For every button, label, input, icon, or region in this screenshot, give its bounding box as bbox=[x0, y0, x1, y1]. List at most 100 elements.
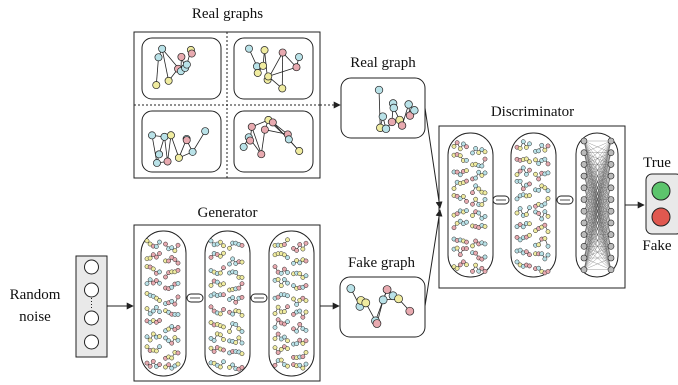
dense-edge bbox=[583, 234, 612, 270]
mini-node bbox=[163, 335, 168, 341]
graph-node bbox=[382, 285, 392, 294]
mini-node bbox=[272, 264, 278, 270]
mini-node bbox=[291, 283, 296, 289]
mini-node bbox=[542, 222, 548, 228]
mini-node bbox=[157, 298, 162, 303]
mini-node bbox=[457, 153, 463, 159]
mini-node bbox=[482, 241, 488, 247]
mini-node bbox=[476, 186, 482, 192]
mini-node bbox=[157, 344, 162, 350]
neuron bbox=[607, 266, 615, 274]
mini-node bbox=[175, 361, 181, 367]
mini-node bbox=[473, 238, 478, 244]
graph-node bbox=[174, 153, 183, 162]
mini-node bbox=[294, 248, 299, 253]
graph-edge bbox=[161, 48, 170, 81]
mini-node bbox=[285, 304, 290, 310]
fake-graph-label: Fake graph bbox=[347, 255, 416, 271]
mini-node bbox=[282, 252, 287, 258]
mini-node bbox=[545, 213, 551, 219]
mini-node bbox=[542, 185, 548, 191]
graph-node bbox=[257, 150, 266, 159]
mini-node bbox=[233, 340, 239, 345]
mini-node bbox=[221, 281, 226, 287]
graph-node bbox=[158, 44, 167, 53]
mini-node bbox=[454, 193, 460, 199]
mini-node bbox=[542, 201, 548, 207]
mini-node bbox=[221, 359, 226, 365]
neuron bbox=[607, 149, 615, 156]
fake-graph-box bbox=[339, 276, 426, 338]
mini-node bbox=[169, 245, 175, 251]
mini-node bbox=[285, 280, 290, 286]
mini-node bbox=[461, 141, 466, 147]
mini-node bbox=[175, 325, 181, 330]
mini-node bbox=[464, 262, 469, 268]
generator-columns bbox=[140, 230, 315, 377]
graph-node bbox=[381, 124, 391, 133]
true-label: True bbox=[643, 155, 671, 171]
mini-node bbox=[303, 258, 309, 264]
mini-node bbox=[520, 186, 526, 192]
mini-node bbox=[150, 252, 156, 258]
dense-edge bbox=[583, 140, 612, 165]
mini-node bbox=[545, 252, 551, 258]
mini-node bbox=[545, 229, 551, 235]
mini-node bbox=[282, 242, 287, 247]
mini-node bbox=[297, 322, 303, 327]
neuron bbox=[607, 161, 615, 168]
mini-node bbox=[479, 173, 485, 178]
graph-node bbox=[405, 111, 415, 120]
generator-title: Generator bbox=[197, 205, 258, 221]
mini-node bbox=[227, 329, 232, 334]
graph-node bbox=[278, 48, 287, 57]
mini-node bbox=[457, 262, 463, 268]
mini-node bbox=[150, 359, 156, 364]
mini-node bbox=[470, 190, 475, 196]
dense-edge bbox=[583, 140, 612, 188]
mini-node bbox=[514, 259, 520, 265]
neuron bbox=[580, 184, 588, 192]
mini-node bbox=[514, 196, 520, 202]
noise-node bbox=[84, 310, 99, 326]
graph-edge bbox=[251, 126, 262, 155]
graph-edge bbox=[192, 130, 206, 153]
graph-edge bbox=[164, 136, 168, 162]
dense-edge bbox=[583, 257, 612, 270]
mini-node bbox=[218, 253, 223, 259]
fake-label: Fake bbox=[642, 238, 672, 254]
mini-node bbox=[154, 295, 159, 301]
mini-node bbox=[239, 294, 245, 300]
mini-node bbox=[464, 199, 469, 204]
neuron bbox=[580, 243, 588, 250]
dense-edge bbox=[583, 164, 612, 270]
neuron bbox=[607, 207, 615, 215]
mini-node bbox=[536, 176, 541, 182]
mini-node bbox=[461, 259, 466, 265]
neuron bbox=[580, 231, 588, 238]
dense-edge bbox=[583, 140, 612, 223]
mini-node bbox=[303, 240, 309, 246]
graph-node bbox=[387, 117, 397, 127]
graph-node bbox=[410, 106, 419, 115]
mini-node bbox=[533, 228, 538, 234]
dense-edge bbox=[583, 140, 612, 247]
mini-node bbox=[175, 260, 181, 266]
mini-node bbox=[297, 362, 303, 368]
graph-node bbox=[397, 121, 407, 130]
mini-node bbox=[473, 250, 478, 256]
mini-node bbox=[275, 277, 281, 282]
mini-node bbox=[211, 338, 217, 343]
mini-node bbox=[291, 312, 296, 317]
neuron bbox=[607, 243, 615, 250]
dense-edge bbox=[583, 140, 612, 153]
mini-node bbox=[303, 283, 309, 288]
mini-node bbox=[300, 246, 306, 252]
mini-node bbox=[294, 328, 299, 334]
noise-node bbox=[84, 282, 99, 298]
mini-node bbox=[163, 241, 168, 247]
mini-node bbox=[303, 273, 309, 279]
mini-node bbox=[157, 334, 162, 339]
mini-node bbox=[144, 334, 150, 340]
mini-node bbox=[476, 169, 482, 175]
